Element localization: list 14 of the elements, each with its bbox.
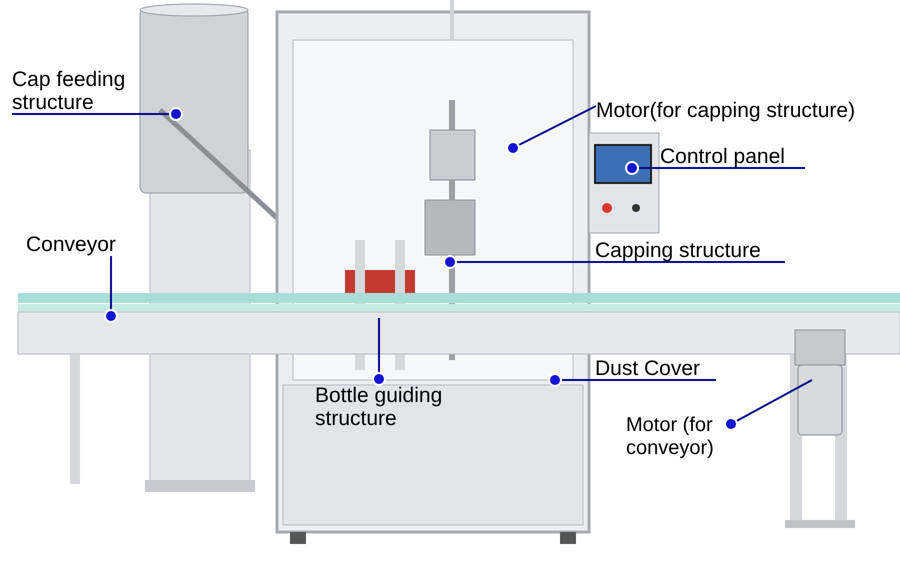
callout-label: Capping structure <box>595 239 762 262</box>
callout-label: Conveyor <box>26 233 117 256</box>
leader-line <box>561 379 716 381</box>
callout-label: Cap feeding structure <box>12 68 126 114</box>
callout-label: Dust Cover <box>595 357 702 380</box>
leader-line <box>638 167 805 169</box>
callout-label: Bottle guiding structure <box>315 384 444 430</box>
callout-label: Motor(for capping structure) <box>596 99 856 122</box>
leader-line <box>378 318 380 373</box>
leader-line <box>12 113 170 115</box>
leader-line <box>456 261 785 263</box>
callout-label: Control panel <box>660 145 786 168</box>
callout-label: Motor (for conveyor) <box>626 414 715 460</box>
leader-line <box>110 256 112 310</box>
